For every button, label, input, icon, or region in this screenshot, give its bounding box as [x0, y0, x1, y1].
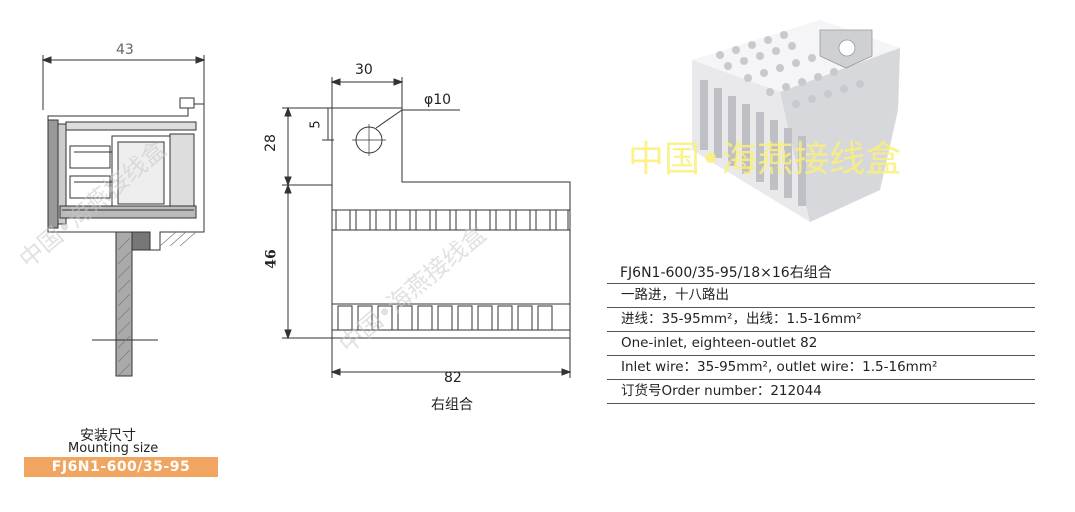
dim-height-28: 28 [262, 134, 279, 152]
dim-width-43: 43 [116, 42, 134, 58]
spec-row: One-inlet, eighteen-outlet 82 [607, 332, 1035, 356]
dim-offset-5: 5 [308, 120, 324, 129]
spec-title: FJ6N1-600/35-95/18×16右组合 [620, 265, 832, 281]
mounting-title-en: Mounting size [68, 441, 159, 456]
spec-row: 订货号Order number：212044 [607, 380, 1035, 404]
dim-width-30: 30 [355, 62, 373, 78]
mounting-title-cn: 安装尺寸 [80, 428, 136, 444]
spec-table: 一路进，十八路出 进线：35-95mm²，出线：1.5-16mm² One-in… [607, 283, 1035, 404]
product-photo [692, 20, 900, 222]
spec-row: 进线：35-95mm²，出线：1.5-16mm² [607, 308, 1035, 332]
dim-width-82: 82 [444, 370, 462, 386]
dim-hole-diameter: φ10 [424, 92, 452, 108]
spec-row: 一路进，十八路出 [607, 283, 1035, 308]
spec-row: Inlet wire：35-95mm², outlet wire：1.5-16m… [607, 356, 1035, 380]
front-view-drawing [282, 77, 572, 378]
dim-height-46: 46 [263, 249, 280, 269]
side-view-drawing [41, 55, 206, 377]
model-badge: FJ6N1-600/35-95 [24, 457, 218, 477]
front-view-caption: 右组合 [431, 397, 473, 413]
